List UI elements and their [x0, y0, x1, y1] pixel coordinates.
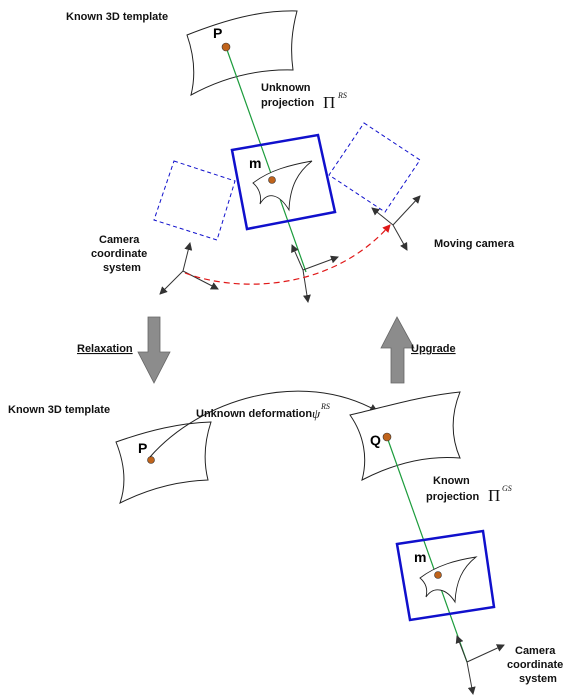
bottom-template-label: Known 3D template [8, 404, 110, 416]
camera-motion-path [184, 224, 391, 285]
bottom-camera-label-2: coordinate [507, 659, 563, 671]
bottom-point-m [434, 571, 442, 579]
top-camera-label-2: coordinate [91, 248, 147, 260]
deformation-symbol: ψ [312, 406, 321, 421]
top-projected-shape [252, 160, 313, 212]
upgrade-arrow [380, 316, 415, 384]
top-camera-label-3: system [103, 262, 141, 274]
bottom-projection-label-2: projection [426, 491, 479, 503]
top-point-m-label: m [249, 155, 261, 171]
bottom-projection-symbol: Π [488, 486, 500, 505]
deformation-superscript: RS [320, 402, 330, 411]
deformed-surface [349, 391, 461, 481]
left-camera-frame-dashed [153, 160, 236, 241]
top-template-surface [186, 10, 298, 96]
bottom-projected-shape [419, 556, 478, 604]
top-camera-label-1: Camera [99, 234, 140, 246]
bottom-image-plane [395, 529, 496, 622]
bottom-camera-label-1: Camera [515, 645, 556, 657]
bottom-point-q-label: Q [370, 432, 381, 448]
bottom-projection-label-1: Known [433, 475, 470, 487]
bottom-point-p-label: P [138, 440, 147, 456]
upgrade-label: Upgrade [411, 343, 456, 355]
deformation-arrow [149, 390, 378, 458]
bottom-template-surface [115, 421, 212, 504]
bottom-camera-label-3: system [519, 673, 557, 685]
top-template-label: Known 3D template [66, 11, 168, 23]
relaxation-arrow [137, 316, 171, 384]
bottom-projection-superscript: GS [502, 484, 512, 493]
top-projection-symbol: Π [323, 93, 335, 112]
top-middle-camera-axes [291, 244, 339, 303]
top-projection-superscript: RS [337, 91, 347, 100]
bottom-point-p [147, 456, 155, 464]
top-point-p [221, 42, 231, 52]
top-right-camera-axes [371, 195, 421, 251]
right-camera-frame-dashed [328, 122, 421, 213]
top-projection-label-1: Unknown [261, 82, 311, 94]
top-point-m [268, 176, 276, 184]
bottom-point-m-label: m [414, 549, 426, 565]
top-left-camera-axes [159, 242, 219, 295]
bottom-camera-axes [455, 635, 505, 695]
top-point-p-label: P [213, 25, 222, 41]
bottom-projection-ray [386, 436, 468, 663]
moving-camera-label: Moving camera [434, 238, 515, 250]
bottom-point-q [382, 432, 392, 442]
relaxation-label: Relaxation [77, 343, 133, 355]
top-projection-ray [225, 46, 307, 273]
top-projection-label-2: projection [261, 97, 314, 109]
deformation-label: Unknown deformation [196, 408, 312, 420]
top-image-plane [230, 133, 337, 231]
